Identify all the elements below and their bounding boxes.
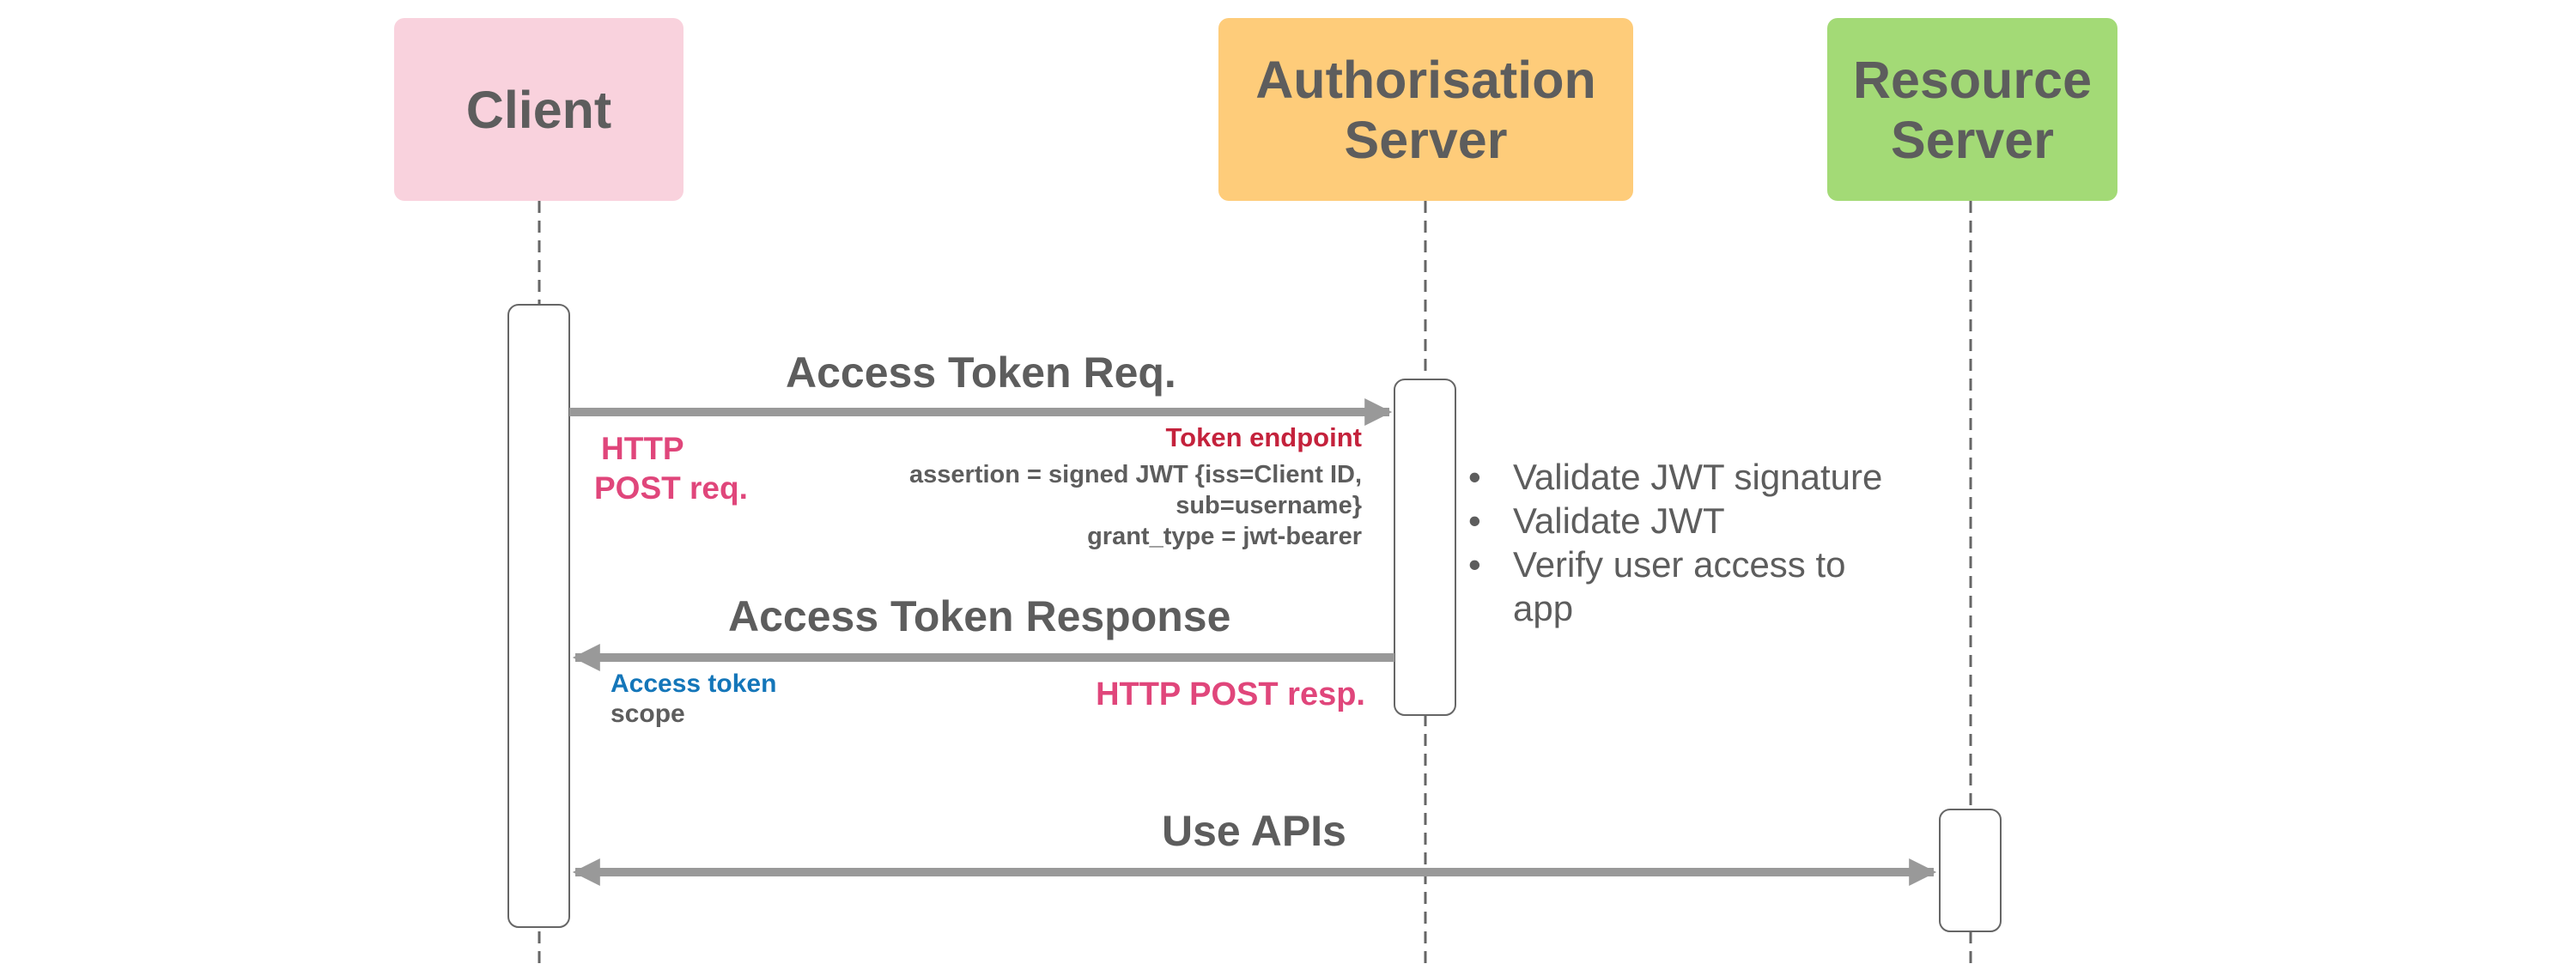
auth-server-actor: Authorisation Server [1218,18,1633,201]
access-token-request-title: Access Token Req. [786,349,1176,397]
resource-server-actor: Resource Server [1827,18,2117,201]
response-field-scope: scope [611,700,685,728]
auth-server-label-line1: Authorisation [1255,50,1596,109]
auth-server-label-line2: Server [1344,110,1508,169]
resource-server-activation-box [1939,809,2002,932]
validation-step-text: Validate JWT [1513,500,1725,541]
validation-step-item: • Verify user access to app [1468,543,1882,630]
client-actor: Client [394,18,683,201]
client-actor-label: Client [465,80,612,139]
validation-step-text: Verify user access to app [1513,544,1846,628]
validation-step-item: • Validate JWT [1468,499,1925,543]
resource-server-label-line1: Resource [1852,50,2092,109]
client-activation-box [507,304,570,928]
bullet-icon: • [1468,500,1481,541]
request-param-assertion: assertion = signed JWT {iss=Client ID, [909,461,1362,488]
validation-step-item: • Validate JWT signature [1468,455,1925,499]
resource-server-label-line2: Server [1891,110,2054,169]
request-param-subject: sub=username} [1176,492,1362,519]
request-protocol-line2: POST req. [594,470,748,506]
use-apis-title: Use APIs [1162,807,1346,855]
request-protocol-line1: HTTP [601,431,684,466]
access-token-response-title: Access Token Response [728,592,1231,640]
response-protocol-label: HTTP POST resp. [1096,676,1365,712]
request-params: assertion = signed JWT {iss=Client ID, s… [909,459,1362,552]
validation-steps-list: • Validate JWT signature • Validate JWT • V… [1468,455,1925,630]
token-endpoint-label: Token endpoint [1165,422,1362,452]
auth-server-activation-box [1394,379,1456,716]
validation-step-text: Validate JWT signature [1513,457,1883,497]
response-field-access-token: Access token [611,670,777,698]
bullet-icon: • [1468,457,1481,497]
request-param-grant-type: grant_type = jwt-bearer [1087,523,1362,550]
bullet-icon: • [1468,544,1481,585]
